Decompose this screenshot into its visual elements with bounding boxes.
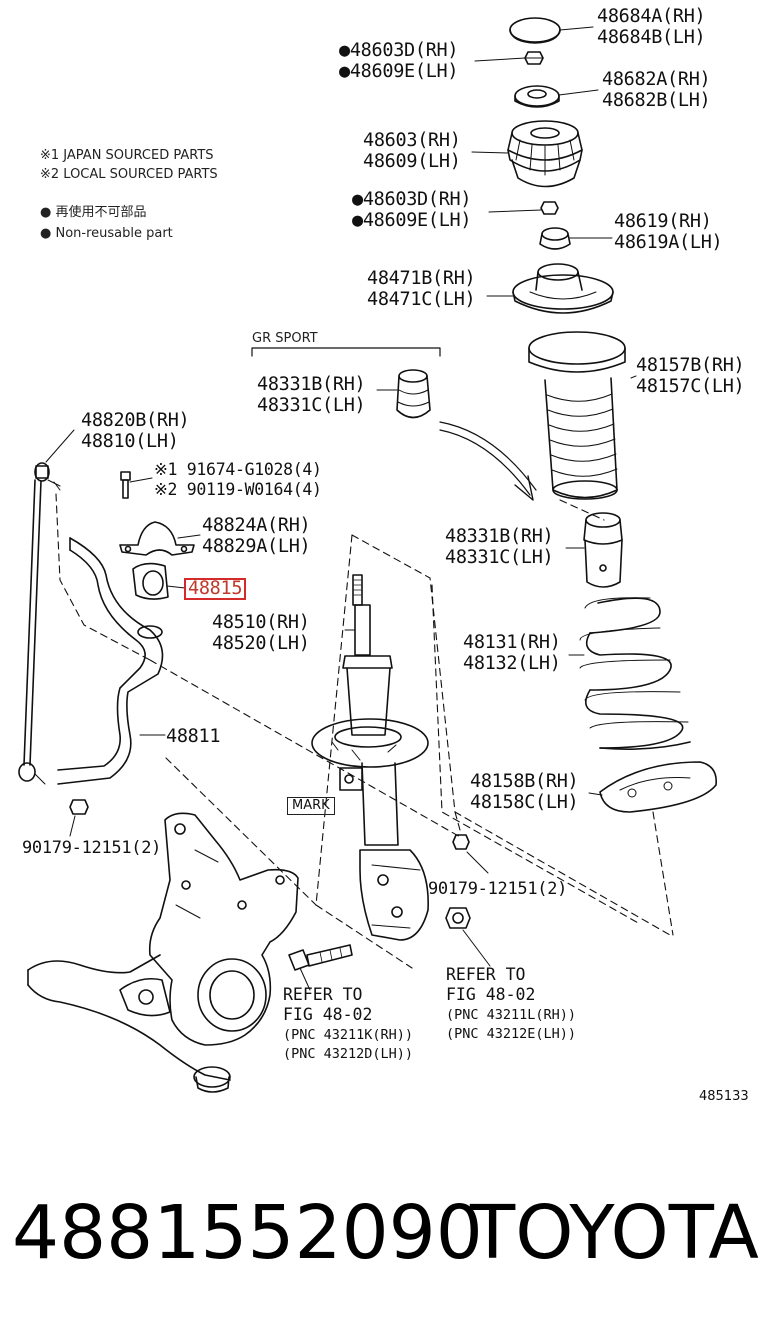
label-48824-rh: 48824A(RH): [202, 515, 311, 536]
refer-left-line2[interactable]: FIG 48-02: [283, 1005, 373, 1024]
shock-absorber-part: [311, 574, 429, 941]
label-48619-lh: 48619A(LH): [614, 232, 723, 253]
label-48820-rh: 48820B(RH): [81, 410, 190, 431]
mark-label: MARK: [287, 797, 335, 815]
gr-bump-stopper-part: [396, 369, 431, 419]
label-48824-lh: 48829A(LH): [202, 536, 311, 557]
nut-part-mid: [540, 201, 559, 215]
refer-right-pnc-rh: (PNC 43211L(RH)): [446, 1007, 577, 1023]
refer-left-pnc-lh: (PNC 43212D(LH)): [283, 1046, 414, 1062]
label-48331-gr-rh: 48331B(RH): [257, 374, 366, 395]
gr-sport-label: GR SPORT: [252, 331, 318, 346]
label-48684-lh: 48684B(LH): [597, 27, 706, 48]
label-48815-highlighted[interactable]: 48815: [184, 578, 247, 600]
dust-cap-part: [509, 17, 561, 44]
japan-sourced-note: ※1 JAPAN SOURCED PARTS: [40, 148, 214, 163]
label-48603d-top-rh: ●48603D(RH): [339, 40, 459, 61]
label-48603-lh: 48609(LH): [363, 151, 461, 172]
nut-part-top: [524, 51, 544, 65]
refer-right-pnc-lh: (PNC 43212E(LH)): [446, 1026, 577, 1042]
steering-knuckle-part: [148, 812, 299, 1046]
label-48811: 48811: [166, 726, 221, 747]
label-48331-rh: 48331B(RH): [445, 526, 554, 547]
knuckle-nut-part: [445, 907, 471, 929]
label-90119: ※2 90119-W0164(4): [154, 480, 322, 499]
refer-left-line1: REFER TO: [283, 985, 363, 1004]
lower-insulator-part: [599, 761, 717, 813]
label-90179-right: 90179-12151(2): [428, 879, 568, 899]
label-48603d-top-lh: ●48609E(LH): [339, 61, 459, 82]
refer-left-pnc-rh: (PNC 43211K(RH)): [283, 1027, 414, 1043]
label-48158-lh: 48158C(LH): [470, 792, 579, 813]
label-48471-rh: 48471B(RH): [367, 268, 476, 289]
refer-right-line1: REFER TO: [446, 965, 526, 984]
lower-arm-part: [27, 954, 231, 1093]
figure-number: 485133: [699, 1089, 749, 1104]
label-48331-gr-lh: 48331C(LH): [257, 395, 366, 416]
label-90179-left: 90179-12151(2): [22, 838, 162, 858]
label-48603d-mid-rh: ●48603D(RH): [352, 189, 472, 210]
non-reusable-note-jp: ● 再使用不可部品: [40, 205, 147, 220]
label-48157-rh: 48157B(RH): [636, 355, 745, 376]
non-reusable-note-en: ● Non-reusable part: [40, 226, 173, 241]
label-48603d-mid-lh: ●48609E(LH): [352, 210, 472, 231]
label-48603-rh: 48603(RH): [363, 130, 461, 151]
label-48510-rh: 48510(RH): [212, 612, 310, 633]
local-sourced-note: ※2 LOCAL SOURCED PARTS: [40, 167, 218, 182]
footer-brand: TOYOTA: [470, 1190, 759, 1276]
stabilizer-bushing-part: [132, 562, 169, 600]
upper-spring-seat-part: [512, 263, 614, 314]
label-48157-lh: 48157C(LH): [636, 376, 745, 397]
footer-part-number: 4881552090: [12, 1190, 483, 1276]
refer-right-line2[interactable]: FIG 48-02: [446, 985, 536, 1004]
bolt-part: [120, 471, 131, 499]
nut-part-left: [69, 799, 89, 815]
label-91674: ※1 91674-G1028(4): [154, 460, 322, 479]
label-48331-lh: 48331C(LH): [445, 547, 554, 568]
label-48820-lh: 48810(LH): [81, 431, 179, 452]
nut-part-right: [452, 834, 470, 850]
coil-spring-part: [579, 597, 691, 750]
label-48682-rh: 48682A(RH): [602, 69, 711, 90]
label-48684-rh: 48684A(RH): [597, 6, 706, 27]
stabilizer-bracket-part: [119, 521, 195, 556]
stabilizer-link-part: [18, 462, 61, 785]
label-48131-rh: 48131(RH): [463, 632, 561, 653]
label-48619-rh: 48619(RH): [614, 211, 712, 232]
label-48682-lh: 48682B(LH): [602, 90, 711, 111]
label-48158-rh: 48158B(RH): [470, 771, 579, 792]
label-48131-lh: 48132(LH): [463, 653, 561, 674]
knuckle-bolt-part: [288, 944, 353, 971]
label-48510-lh: 48520(LH): [212, 633, 310, 654]
bearing-part: [507, 120, 583, 188]
label-48471-lh: 48471C(LH): [367, 289, 476, 310]
bump-stopper-std-part: [583, 512, 623, 588]
stabilizer-bar-part: [57, 537, 164, 785]
bump-stopper-part: [539, 227, 571, 250]
dust-boot-part: [528, 331, 626, 500]
washer-part: [514, 85, 560, 108]
